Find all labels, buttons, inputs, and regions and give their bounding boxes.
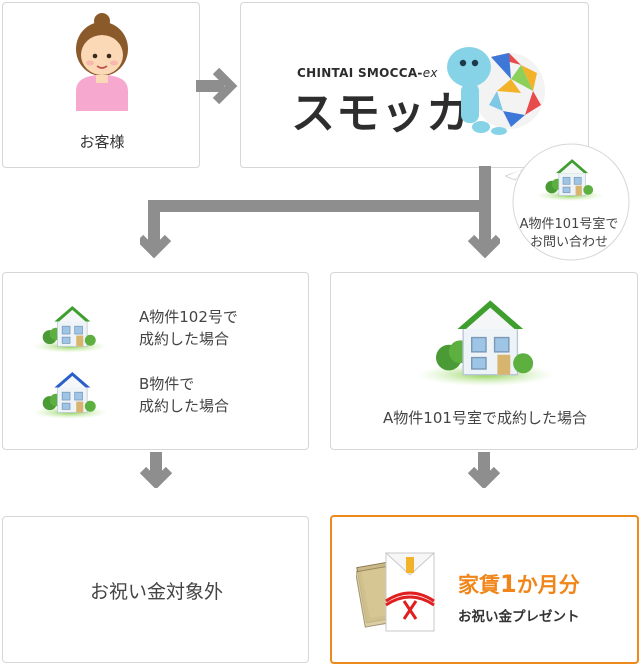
case-other-item1-line1: A物件102号で [139,308,238,326]
house-icon [536,158,604,202]
gift-headline: 家賃1か月分 [458,570,580,598]
case-match-label: A物件101号室で成約した場合 [383,409,587,427]
case-match-box: A物件101号室で成約した場合 [330,272,638,450]
brand-name: スモッカ [291,88,471,139]
turtle-mascot-icon [447,47,545,135]
gift-envelope-icon [356,552,436,632]
gift-subline: お祝い金プレゼント [458,609,580,625]
result-gift-box: 家賃1か月分 お祝い金プレゼント [330,515,639,664]
arrow-right-icon [196,68,238,104]
case-other-item2-line1: B物件で [139,375,195,393]
service-box: CHINTAI SMOCCA-ex スモッカ [240,2,589,168]
case-other-item1-line2: 成約した場合 [139,330,230,348]
inquiry-bubble: A物件101号室で お問い合わせ [505,140,633,268]
inquiry-line1: A物件101号室で [519,217,619,232]
case-other-item2-line2: 成約した場合 [139,397,230,415]
arrow-down-icon [140,452,172,488]
customer-avatar-icon [76,13,128,111]
result-out-box: お祝い金対象外 [2,516,309,663]
house-icon [416,299,556,387]
case-other-box: A物件102号で 成約した場合 B物件で 成約した場合 [2,272,309,450]
arrow-down-icon [468,452,500,488]
branch-connector [140,166,500,259]
customer-box: お客様 [2,2,200,168]
result-out-label: お祝い金対象外 [89,581,223,603]
brand-small-text: CHINTAI SMOCCA-ex [297,66,438,80]
house-blue-icon [32,371,108,420]
customer-label: お客様 [79,133,125,151]
inquiry-line2: お問い合わせ [529,235,608,250]
house-icon [32,305,108,354]
